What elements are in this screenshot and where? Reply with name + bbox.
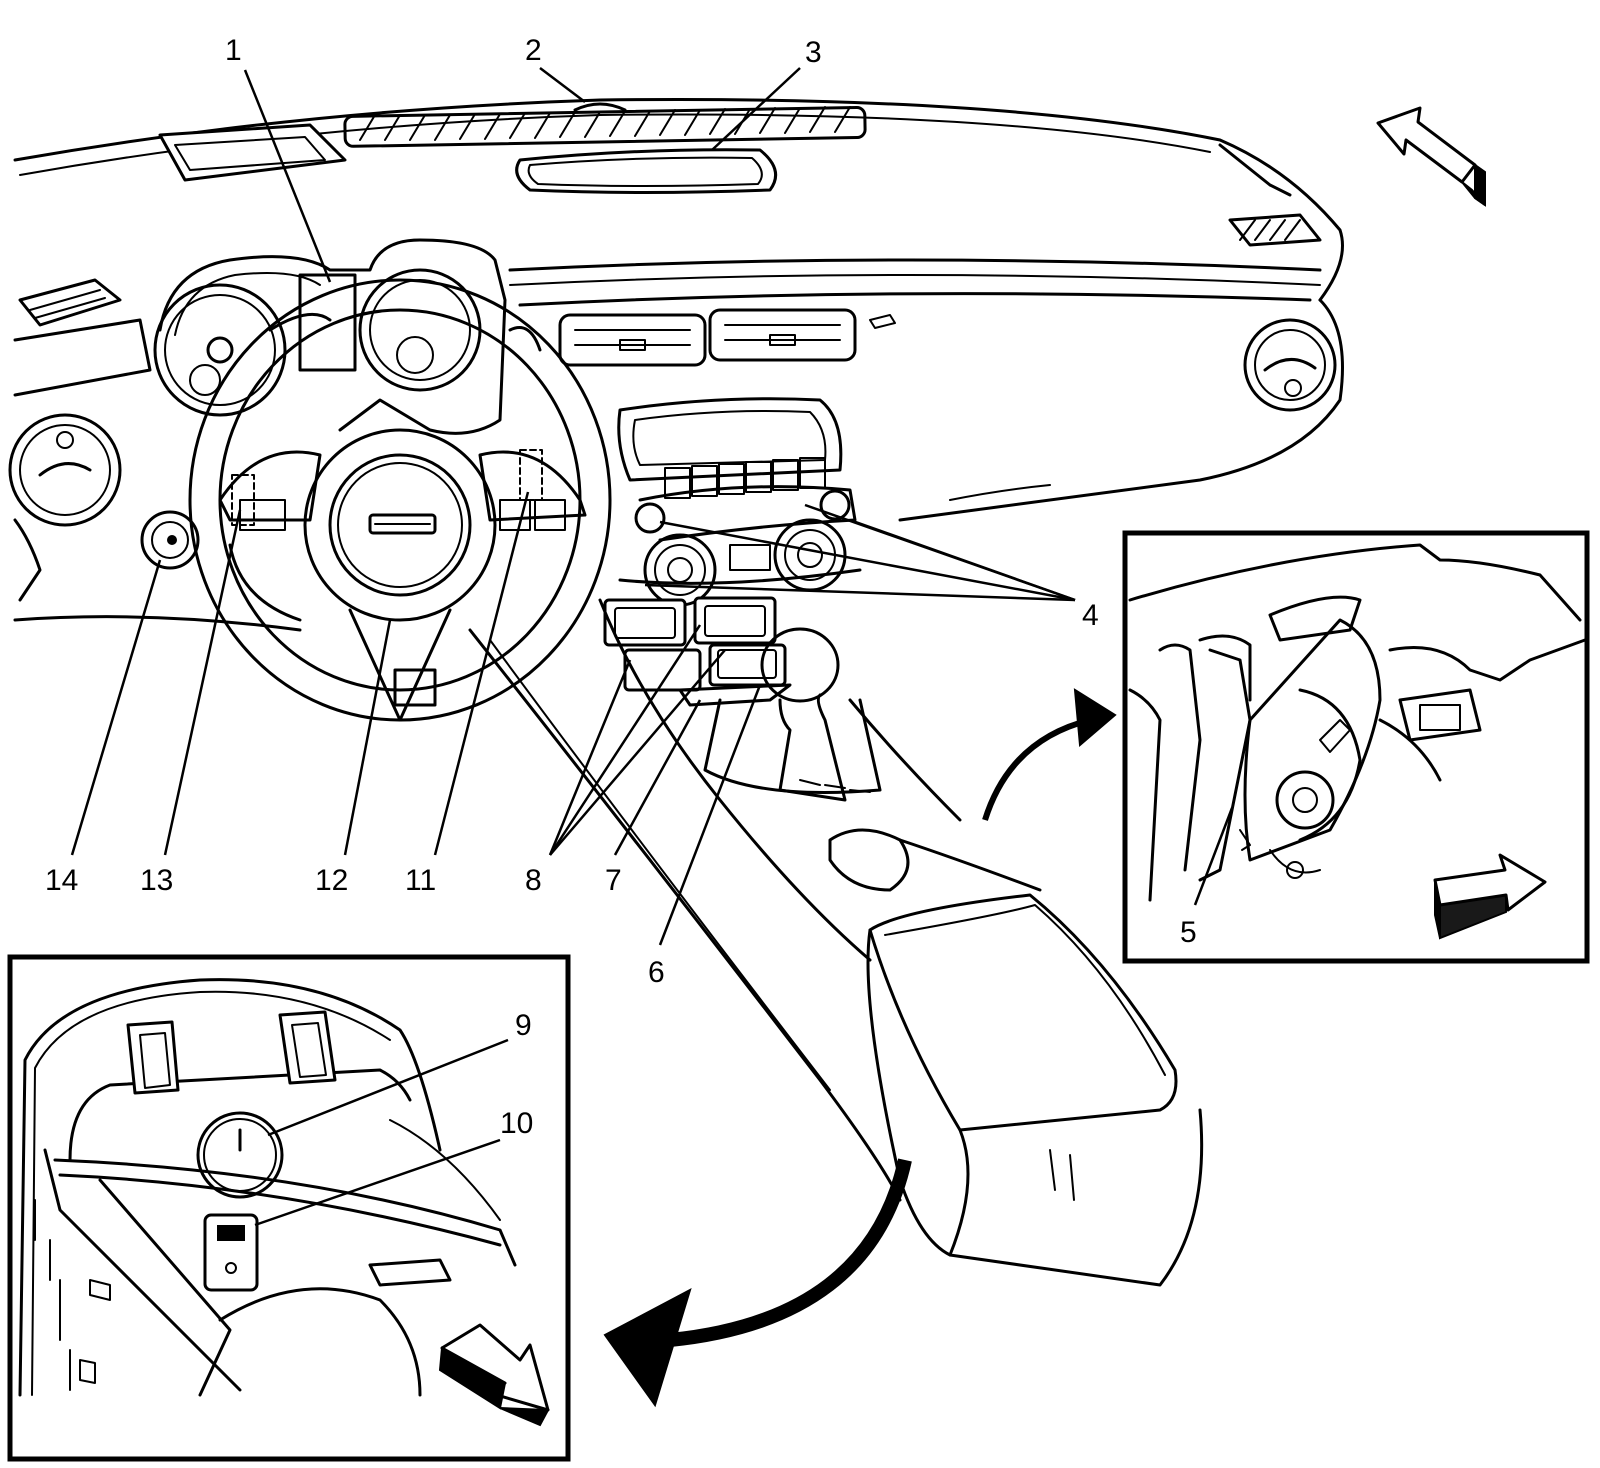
callout-11: 11 [405,864,436,897]
callout-5: 5 [1180,916,1197,949]
console-switches [603,596,792,707]
callout-10: 10 [500,1107,533,1140]
callout-6: 6 [648,956,665,989]
callout-14: 14 [45,864,78,897]
left-inset-panel [7,954,571,1462]
callout-2: 2 [525,34,542,67]
callout-labels: 1 2 3 4 5 6 7 8 9 10 11 12 13 14 [45,34,1197,1140]
instrument-panel-drawing [8,98,1344,1287]
callout-3: 3 [805,36,822,69]
callout-12: 12 [315,864,348,897]
callout-8: 8 [525,864,542,897]
leader-lines [70,67,1234,1227]
radio-buttons [664,457,826,499]
curved-view-arrows [603,688,1117,1408]
callout-9: 9 [515,1009,532,1042]
callout-1: 1 [225,34,242,67]
callout-7: 7 [605,864,622,897]
callout-13: 13 [140,864,173,897]
callout-4: 4 [1082,599,1099,632]
right-inset-panel [1122,530,1590,964]
front-direction-arrow [1376,106,1486,207]
